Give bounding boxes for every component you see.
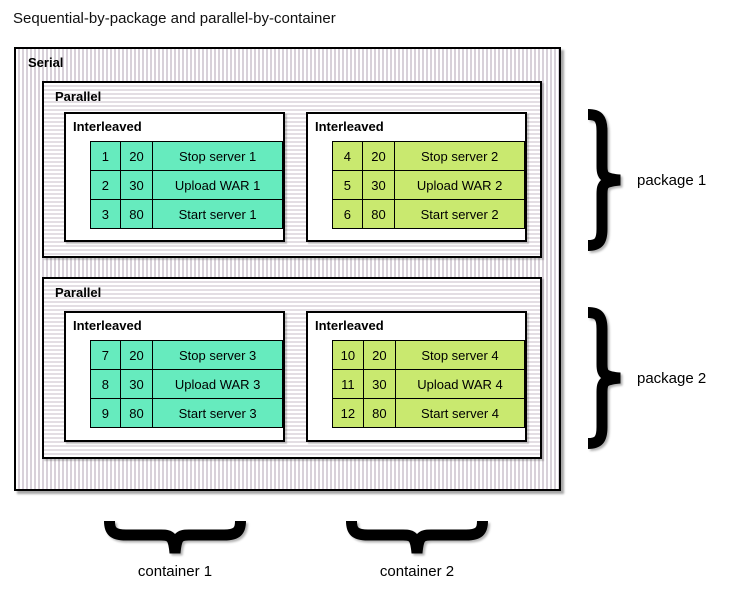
task-name: Stop server 3 — [152, 340, 283, 370]
task-name: Upload WAR 3 — [152, 369, 283, 399]
diagram-title: Sequential-by-package and parallel-by-co… — [13, 10, 336, 27]
task-weight: 30 — [119, 369, 154, 399]
task-id: 10 — [332, 340, 364, 370]
container-1-brace-icon — [104, 520, 246, 554]
task-id: 3 — [90, 199, 121, 229]
parallel-1-label: Parallel — [55, 89, 102, 104]
task-name: Upload WAR 2 — [394, 170, 525, 200]
container-2-brace-icon — [346, 520, 488, 554]
interleaved-box-3: Interleaved 7 20 Stop server 3 8 30 Uplo… — [64, 311, 285, 442]
interleaved-3-label: Interleaved — [73, 318, 142, 333]
task-id: 8 — [90, 369, 121, 399]
task-table-3: 7 20 Stop server 3 8 30 Upload WAR 3 9 8… — [90, 340, 283, 428]
task-name: Start server 4 — [394, 398, 526, 428]
task-weight: 20 — [362, 340, 396, 370]
parallel-group-1: Parallel Interleaved 1 20 Stop server 1 … — [42, 81, 542, 258]
table-row: 8 30 Upload WAR 3 — [90, 369, 283, 399]
task-name: Start server 3 — [152, 398, 283, 428]
task-table-2: 4 20 Stop server 2 5 30 Upload WAR 2 6 8… — [332, 141, 525, 229]
interleaved-1-label: Interleaved — [73, 119, 142, 134]
container-1-label: container 1 — [137, 563, 213, 580]
interleaved-box-4: Interleaved 10 20 Stop server 4 11 30 Up… — [306, 311, 527, 442]
package-1-brace-icon — [587, 109, 621, 251]
task-weight: 20 — [119, 340, 154, 370]
table-row: 9 80 Start server 3 — [90, 398, 283, 428]
table-row: 6 80 Start server 2 — [332, 199, 525, 229]
task-table-4: 10 20 Stop server 4 11 30 Upload WAR 4 1… — [332, 340, 526, 428]
task-id: 11 — [332, 369, 364, 399]
task-weight: 30 — [361, 170, 396, 200]
interleaved-box-2: Interleaved 4 20 Stop server 2 5 30 Uplo… — [306, 112, 527, 242]
task-id: 7 — [90, 340, 121, 370]
interleaved-4-label: Interleaved — [315, 318, 384, 333]
task-weight: 80 — [362, 398, 396, 428]
task-weight: 20 — [119, 141, 154, 171]
table-row: 2 30 Upload WAR 1 — [90, 170, 283, 200]
task-name: Upload WAR 1 — [152, 170, 283, 200]
task-id: 12 — [332, 398, 364, 428]
serial-label: Serial — [28, 55, 64, 70]
task-name: Stop server 2 — [394, 141, 525, 171]
interleaved-box-1: Interleaved 1 20 Stop server 1 2 30 Uplo… — [64, 112, 285, 242]
task-id: 2 — [90, 170, 121, 200]
table-row: 10 20 Stop server 4 — [332, 340, 526, 370]
task-weight: 20 — [361, 141, 396, 171]
serial-group-box: Serial Parallel Interleaved 1 20 Stop se… — [14, 47, 561, 491]
task-name: Upload WAR 4 — [394, 369, 526, 399]
task-weight: 30 — [362, 369, 396, 399]
task-weight: 30 — [119, 170, 154, 200]
table-row: 1 20 Stop server 1 — [90, 141, 283, 171]
package-2-brace-icon — [587, 307, 621, 449]
container-2-label: container 2 — [379, 563, 455, 580]
task-name: Start server 1 — [152, 199, 283, 229]
task-id: 4 — [332, 141, 363, 171]
task-weight: 80 — [119, 199, 154, 229]
task-table-1: 1 20 Stop server 1 2 30 Upload WAR 1 3 8… — [90, 141, 283, 229]
task-id: 5 — [332, 170, 363, 200]
task-name: Start server 2 — [394, 199, 525, 229]
task-id: 6 — [332, 199, 363, 229]
table-row: 11 30 Upload WAR 4 — [332, 369, 526, 399]
task-id: 9 — [90, 398, 121, 428]
package-2-label: package 2 — [637, 370, 707, 387]
parallel-group-2: Parallel Interleaved 7 20 Stop server 3 … — [42, 277, 542, 459]
table-row: 12 80 Start server 4 — [332, 398, 526, 428]
table-row: 3 80 Start server 1 — [90, 199, 283, 229]
task-name: Stop server 1 — [152, 141, 283, 171]
parallel-2-label: Parallel — [55, 285, 102, 300]
task-weight: 80 — [119, 398, 154, 428]
table-row: 7 20 Stop server 3 — [90, 340, 283, 370]
interleaved-2-label: Interleaved — [315, 119, 384, 134]
task-name: Stop server 4 — [394, 340, 526, 370]
task-weight: 80 — [361, 199, 396, 229]
table-row: 5 30 Upload WAR 2 — [332, 170, 525, 200]
task-id: 1 — [90, 141, 121, 171]
table-row: 4 20 Stop server 2 — [332, 141, 525, 171]
package-1-label: package 1 — [637, 172, 707, 189]
